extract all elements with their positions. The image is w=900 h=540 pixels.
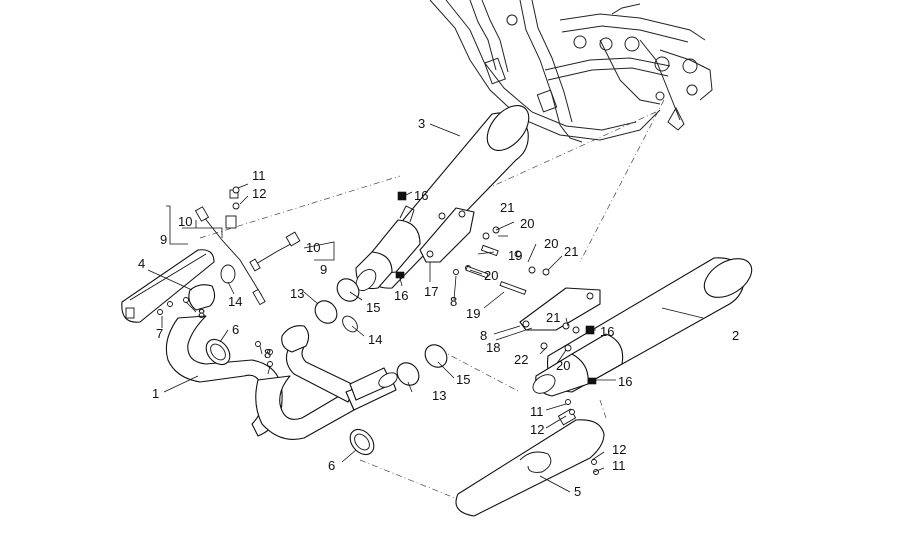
callout-12-middle: 12 [530, 422, 544, 437]
fasteners [157, 186, 599, 475]
callout-12-bottom: 12 [612, 442, 626, 457]
muffler-brackets [419, 207, 601, 331]
heat-shield-upper [121, 249, 215, 323]
callout-4: 4 [138, 256, 145, 271]
callout-16-top: 16 [414, 188, 428, 203]
callout-6-lower: 6 [328, 458, 335, 473]
callout-6-upper: 6 [232, 322, 239, 337]
muffler-upper [355, 105, 530, 291]
callout-14-left: 14 [228, 294, 242, 309]
muffler-lower [532, 257, 753, 397]
leader-lines [147, 123, 704, 493]
callout-14-right: 14 [368, 332, 382, 347]
callout-5: 5 [574, 484, 581, 499]
callout-9-right: 9 [320, 262, 327, 277]
callout-22: 22 [514, 352, 528, 367]
callout-19-upper: 19 [508, 248, 522, 263]
callout-17: 17 [424, 284, 438, 299]
callout-16-right: 16 [600, 324, 614, 339]
callout-21-bracket: 21 [546, 310, 560, 325]
callout-10-left: 10 [178, 214, 192, 229]
callout-15-upper: 15 [366, 300, 380, 315]
callout-20-right: 20 [544, 236, 558, 251]
callout-20-center: 20 [484, 268, 498, 283]
exhaust-headers [165, 284, 398, 440]
motorcycle-frame [429, 0, 713, 143]
callout-labels: 4 1 2 3 5 6 6 7 8 8 8 8 9 9 10 10 11 11 … [138, 116, 739, 499]
callout-3: 3 [418, 116, 425, 131]
callout-12-top: 12 [252, 186, 266, 201]
callout-8-left: 8 [198, 306, 205, 321]
callout-8-bracket: 8 [450, 294, 457, 309]
callout-21-right: 21 [564, 244, 578, 259]
callout-18: 18 [486, 340, 500, 355]
oxygen-sensors [194, 189, 301, 306]
clamps-and-sleeves [205, 264, 448, 456]
callout-20-bottom: 20 [556, 358, 570, 373]
callout-9-left: 9 [160, 232, 167, 247]
callout-15-lower: 15 [456, 372, 470, 387]
callout-2: 2 [732, 328, 739, 343]
callout-13-upper: 13 [290, 286, 304, 301]
callout-11-middle: 11 [530, 404, 544, 419]
callout-13-lower: 13 [432, 388, 446, 403]
callout-10-right: 10 [306, 240, 320, 255]
callout-7: 7 [156, 326, 163, 341]
callout-1: 1 [152, 386, 159, 401]
callout-8-right: 8 [480, 328, 487, 343]
callout-8-center: 8 [264, 346, 271, 361]
callout-11-top: 11 [252, 168, 266, 183]
callout-16-middle: 16 [394, 288, 408, 303]
callout-19-lower: 19 [466, 306, 480, 321]
callout-20-top: 20 [520, 216, 534, 231]
callout-21-top: 21 [500, 200, 514, 215]
callout-16-bottom: 16 [618, 374, 632, 389]
callout-11-bottom: 11 [612, 458, 626, 473]
